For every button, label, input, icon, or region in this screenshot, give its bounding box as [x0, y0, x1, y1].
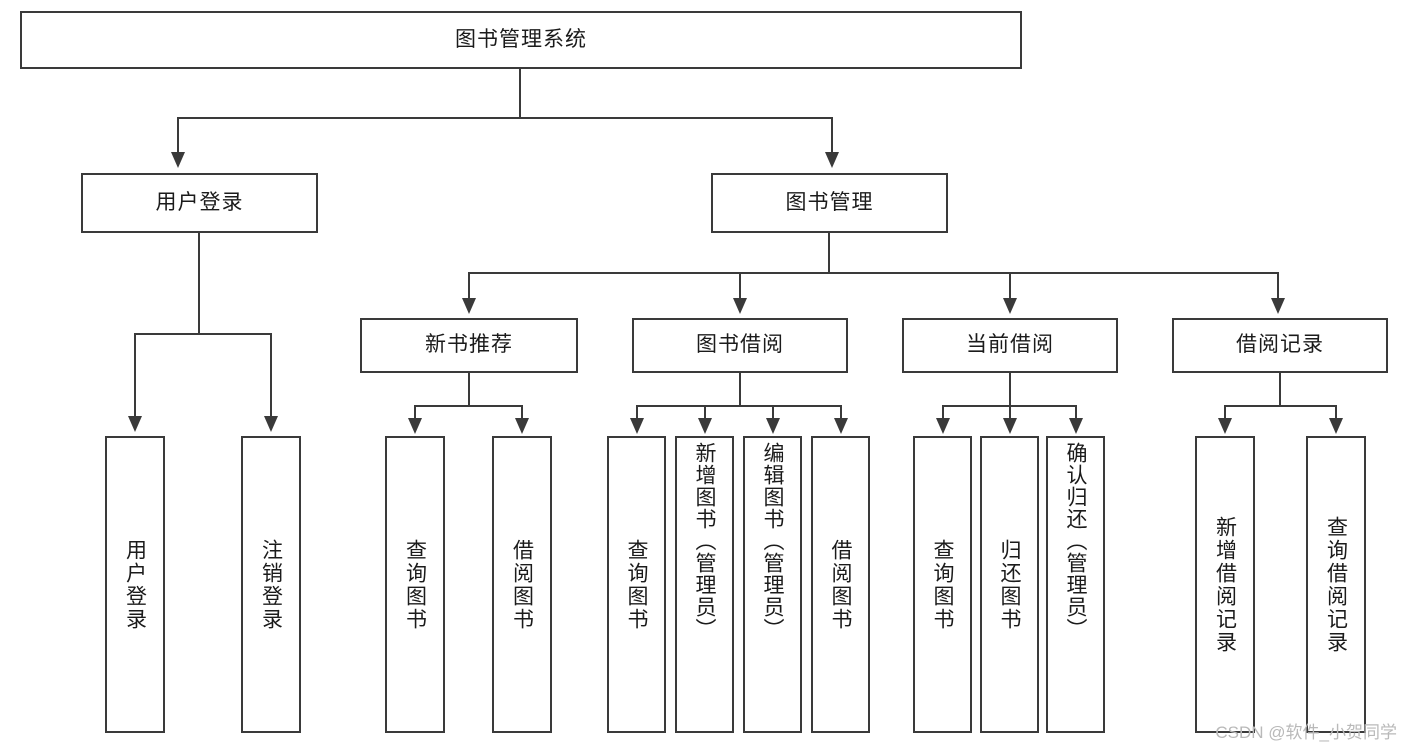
arrowhead-bb-to-leaf-1 [630, 418, 644, 434]
node-label: 编辑图书（管理员） [761, 442, 784, 640]
node-label: 注销登录 [259, 538, 283, 631]
connector-user-login-to-leaf-1 [134, 333, 136, 418]
connector-bb-to-leaf-1 [636, 405, 638, 422]
leaf-add-book-admin[interactable]: 新增图书（管理员） [675, 436, 734, 733]
node-label: 借阅图书 [510, 538, 534, 631]
node-book-management-system[interactable]: 图书管理系统 [20, 11, 1022, 69]
arrowhead-root-to-book-management [825, 152, 839, 168]
connector-new-book-to-leaf-2 [521, 405, 523, 422]
connector-user-login-to-leaf-2 [270, 333, 272, 418]
node-book-management[interactable]: 图书管理 [711, 173, 948, 233]
arrowhead-bb-to-leaf-4 [834, 418, 848, 434]
connector-borrow-record-stem [1279, 373, 1281, 406]
connector-user-login-stem [198, 233, 200, 334]
node-label: 查询图书 [625, 538, 648, 631]
arrowhead-bm-to-new-book [462, 298, 476, 314]
leaf-return-book[interactable]: 归还图书 [980, 436, 1039, 733]
arrowhead-br-to-leaf-1 [1218, 418, 1232, 434]
connector-book-management-bar [468, 272, 1279, 274]
connector-root-to-book-management [831, 117, 833, 155]
node-label: 新增借阅记录 [1213, 515, 1237, 654]
arrowhead-bm-to-book-borrow [733, 298, 747, 314]
arrowhead-bm-to-current-borrow [1003, 298, 1017, 314]
node-label: 新增图书（管理员） [693, 442, 716, 640]
connector-book-borrow-stem [739, 373, 741, 406]
connector-current-borrow-stem [1009, 373, 1011, 406]
node-label: 查询图书 [403, 538, 427, 631]
node-label: 图书管理系统 [455, 27, 587, 51]
arrowhead-br-to-leaf-2 [1329, 418, 1343, 434]
arrowhead-new-book-to-leaf-2 [515, 418, 529, 434]
connector-cb-to-leaf-2 [1009, 405, 1011, 422]
connector-new-book-stem [468, 373, 470, 406]
arrowhead-user-login-to-leaf-1 [128, 416, 142, 432]
connector-new-book-to-leaf-1 [414, 405, 416, 422]
connector-root-bar [177, 117, 833, 119]
node-new-book-recommend[interactable]: 新书推荐 [360, 318, 578, 373]
arrowhead-user-login-to-leaf-2 [264, 416, 278, 432]
connector-user-login-bar [134, 333, 271, 335]
leaf-logout[interactable]: 注销登录 [241, 436, 301, 733]
connector-bb-to-leaf-3 [772, 405, 774, 422]
connector-bb-to-leaf-2 [704, 405, 706, 422]
node-label: 确认归还（管理员） [1064, 442, 1087, 640]
leaf-query-book-recommend[interactable]: 查询图书 [385, 436, 445, 733]
connector-bm-to-current-borrow [1009, 272, 1011, 300]
node-borrow-record[interactable]: 借阅记录 [1172, 318, 1388, 373]
connector-cb-to-leaf-3 [1075, 405, 1077, 422]
connector-bm-to-borrow-record [1277, 272, 1279, 300]
connector-bm-to-new-book [468, 272, 470, 300]
node-current-borrow[interactable]: 当前借阅 [902, 318, 1118, 373]
arrowhead-new-book-to-leaf-1 [408, 418, 422, 434]
connector-bm-to-book-borrow [739, 272, 741, 300]
connector-root-to-user-login [177, 117, 179, 155]
node-label: 图书借阅 [696, 333, 784, 357]
connector-cb-to-leaf-1 [942, 405, 944, 422]
node-label: 借阅记录 [1236, 333, 1324, 357]
arrowhead-bb-to-leaf-3 [766, 418, 780, 434]
leaf-confirm-return-admin[interactable]: 确认归还（管理员） [1046, 436, 1105, 733]
node-label: 图书管理 [785, 190, 874, 214]
node-label: 新书推荐 [425, 333, 513, 357]
node-user-login[interactable]: 用户登录 [81, 173, 318, 233]
node-label: 查询借阅记录 [1324, 515, 1348, 654]
node-label: 当前借阅 [966, 333, 1054, 357]
connector-bb-to-leaf-4 [840, 405, 842, 422]
leaf-edit-book-admin[interactable]: 编辑图书（管理员） [743, 436, 802, 733]
leaf-borrow-book[interactable]: 借阅图书 [811, 436, 870, 733]
arrowhead-cb-to-leaf-2 [1003, 418, 1017, 434]
node-label: 用户登录 [155, 190, 244, 214]
arrowhead-bm-to-borrow-record [1271, 298, 1285, 314]
node-label: 用户登录 [123, 538, 147, 631]
arrowhead-bb-to-leaf-2 [698, 418, 712, 434]
leaf-user-login[interactable]: 用户登录 [105, 436, 165, 733]
connector-borrow-record-bar [1224, 405, 1336, 407]
arrowhead-cb-to-leaf-1 [936, 418, 950, 434]
leaf-borrow-book-recommend[interactable]: 借阅图书 [492, 436, 552, 733]
leaf-query-book-current[interactable]: 查询图书 [913, 436, 972, 733]
node-book-borrow[interactable]: 图书借阅 [632, 318, 848, 373]
connector-book-borrow-bar [636, 405, 842, 407]
connector-br-to-leaf-2 [1335, 405, 1337, 422]
node-label: 查询图书 [931, 538, 954, 631]
node-label: 借阅图书 [829, 538, 852, 631]
node-label: 归还图书 [998, 538, 1021, 631]
connector-root-stem [519, 69, 521, 118]
leaf-add-borrow-record[interactable]: 新增借阅记录 [1195, 436, 1255, 733]
connector-new-book-bar [414, 405, 522, 407]
leaf-query-borrow-record[interactable]: 查询借阅记录 [1306, 436, 1366, 733]
connector-br-to-leaf-1 [1224, 405, 1226, 422]
connector-book-management-stem [828, 233, 830, 273]
arrowhead-root-to-user-login [171, 152, 185, 168]
leaf-query-book-borrow[interactable]: 查询图书 [607, 436, 666, 733]
arrowhead-cb-to-leaf-3 [1069, 418, 1083, 434]
